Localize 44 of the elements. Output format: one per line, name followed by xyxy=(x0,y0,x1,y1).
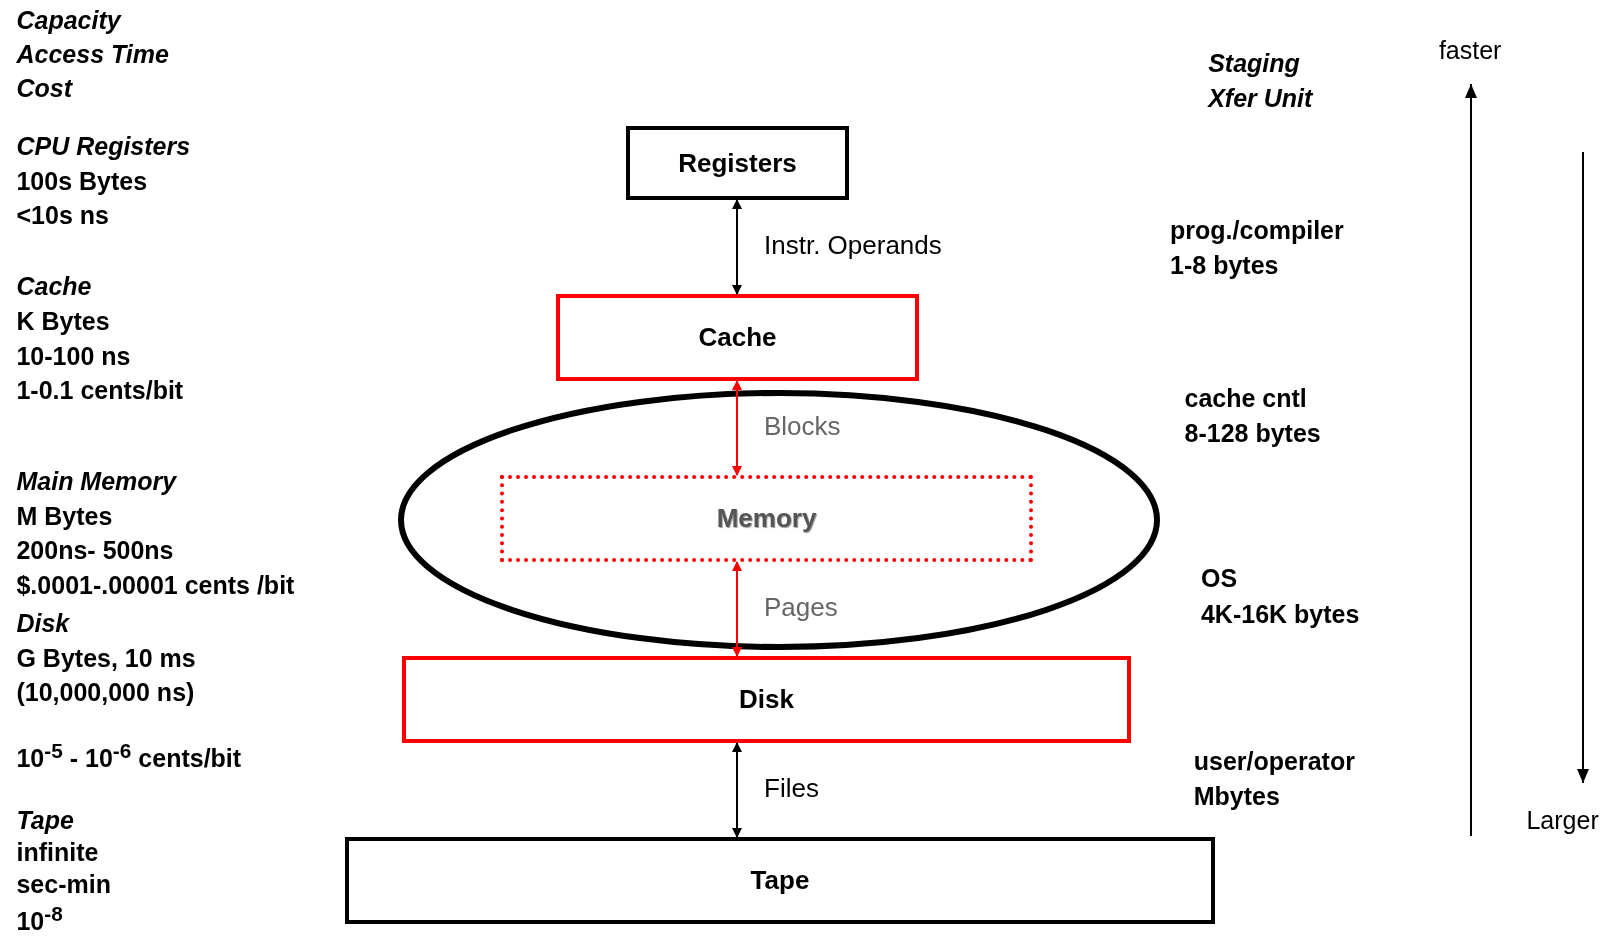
info-label: cache cntl xyxy=(1184,383,1307,414)
info-label: 4K-16K bytes xyxy=(1200,599,1360,630)
heading-label: Staging xyxy=(1208,48,1300,79)
heading-label: Capacity xyxy=(16,5,121,36)
info-label: 10-100 ns xyxy=(16,340,131,371)
info-label: 200ns- 500ns xyxy=(16,534,174,565)
info-label: OS xyxy=(1200,563,1238,594)
info-label: prog./compiler xyxy=(1170,215,1344,246)
info-label: K Bytes xyxy=(16,305,110,336)
double-arrow xyxy=(732,380,742,476)
heading-label: Access Time xyxy=(16,39,169,70)
info-label: M Bytes xyxy=(16,500,113,531)
heading-label: Disk xyxy=(16,607,70,638)
info-label: Mbytes xyxy=(1193,780,1280,811)
level-box: Registers xyxy=(626,126,849,200)
heading-label: CPU Registers xyxy=(16,130,191,161)
heading-label: Cost xyxy=(16,73,73,104)
info-label: user/operator xyxy=(1193,745,1355,776)
info-label: 10$^{-5}$ - 10$^{-6}$ cents/bit xyxy=(16,738,242,774)
info-label: 10$^{-8}$ xyxy=(16,901,63,937)
info-label: (10,000,000 ns) xyxy=(16,676,195,707)
heading-label: Main Memory xyxy=(16,465,177,496)
info-label: 8-128 bytes xyxy=(1184,418,1321,449)
ellipse-outline xyxy=(397,389,1161,651)
double-arrow xyxy=(732,742,742,838)
double-arrow xyxy=(732,561,742,657)
heading-label: Cache xyxy=(16,270,92,301)
direction-label: Larger xyxy=(1526,805,1599,836)
direction-label: faster xyxy=(1438,35,1502,65)
level-box: Tape xyxy=(345,837,1215,924)
info-label: 1-8 bytes xyxy=(1170,250,1279,281)
heading-label: Tape xyxy=(16,805,74,836)
info-label: 100s Bytes xyxy=(16,165,148,196)
info-label: 1-0.1 cents/bit xyxy=(16,374,184,405)
info-label: infinite xyxy=(16,837,99,868)
heading-label: Xfer Unit xyxy=(1208,83,1313,114)
level-box: Disk xyxy=(402,656,1131,743)
level-box: Cache xyxy=(556,294,919,381)
info-label: $.0001-.00001 cents /bit xyxy=(16,569,295,600)
level-box: Memory xyxy=(500,475,1033,562)
info-label: sec-min xyxy=(16,869,111,900)
double-arrow xyxy=(732,199,742,295)
info-label: G Bytes, 10 ms xyxy=(16,642,196,673)
info-label: <10s ns xyxy=(16,199,109,230)
